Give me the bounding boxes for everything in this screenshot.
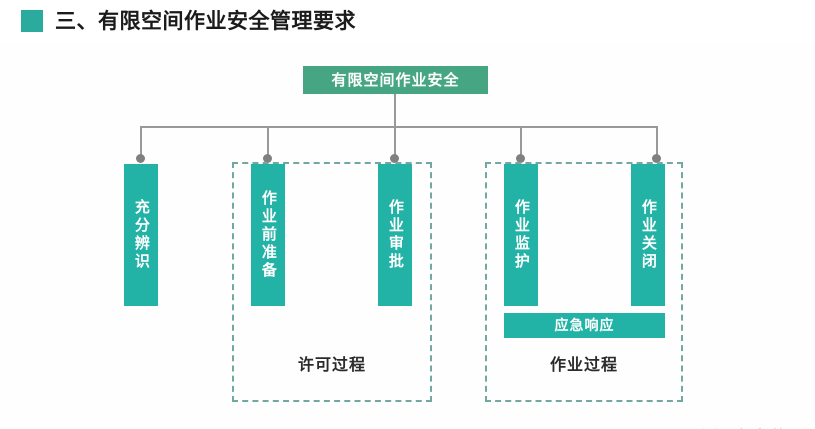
connector-dot-5: [652, 154, 661, 163]
diagram-node-label: 作业前准备: [259, 190, 278, 280]
connector-root-stem: [394, 94, 396, 127]
connector-drop-2: [267, 127, 269, 158]
connector-horizontal-bar: [140, 126, 658, 128]
diagram-node-work-closure[interactable]: 作业关闭: [631, 164, 665, 306]
connector-drop-5: [656, 127, 658, 158]
page-title-text: 三、有限空间作业安全管理要求: [55, 8, 356, 33]
org-chart-diagram: 有限空间作业安全 许可过程 作业过程 充分辨识 作业前准备 作业审批: [0, 42, 815, 429]
connector-dot-1: [136, 154, 145, 163]
diagram-node-label: 充分辨识: [132, 199, 151, 271]
connector-dot-3: [390, 154, 399, 163]
diagram-node-work-approval[interactable]: 作业审批: [378, 164, 412, 306]
group-frame-operation-process: [485, 162, 683, 402]
diagram-node-full-identification[interactable]: 充分辨识: [124, 164, 158, 306]
diagram-node-work-supervision[interactable]: 作业监护: [504, 164, 538, 306]
connector-drop-3: [394, 127, 396, 158]
diagram-root-node[interactable]: 有限空间作业安全: [303, 66, 488, 94]
diagram-node-pre-work-preparation[interactable]: 作业前准备: [251, 164, 285, 306]
group-caption-permit-process: 许可过程: [297, 355, 366, 374]
diagram-node-label: 作业监护: [512, 199, 531, 271]
diagram-node-label: 应急响应: [554, 317, 615, 334]
watermark: 安全茂: [697, 420, 805, 429]
diagram-root-node-label: 有限空间作业安全: [331, 70, 460, 89]
diagram-node-emergency-response[interactable]: 应急响应: [504, 313, 665, 338]
bullet-square-icon: [21, 10, 43, 32]
group-frame-permit-process: [232, 162, 432, 402]
group-caption-operation-process: 作业过程: [549, 355, 618, 374]
connector-dot-4: [516, 154, 525, 163]
connector-drop-1: [140, 127, 142, 158]
page-title: 三、有限空间作业安全管理要求: [0, 0, 815, 42]
connector-drop-4: [520, 127, 522, 158]
diagram-node-label: 作业关闭: [639, 199, 658, 271]
cat-face-logo-icon: [697, 425, 723, 429]
diagram-node-label: 作业审批: [386, 199, 405, 271]
connector-dot-2: [263, 154, 272, 163]
